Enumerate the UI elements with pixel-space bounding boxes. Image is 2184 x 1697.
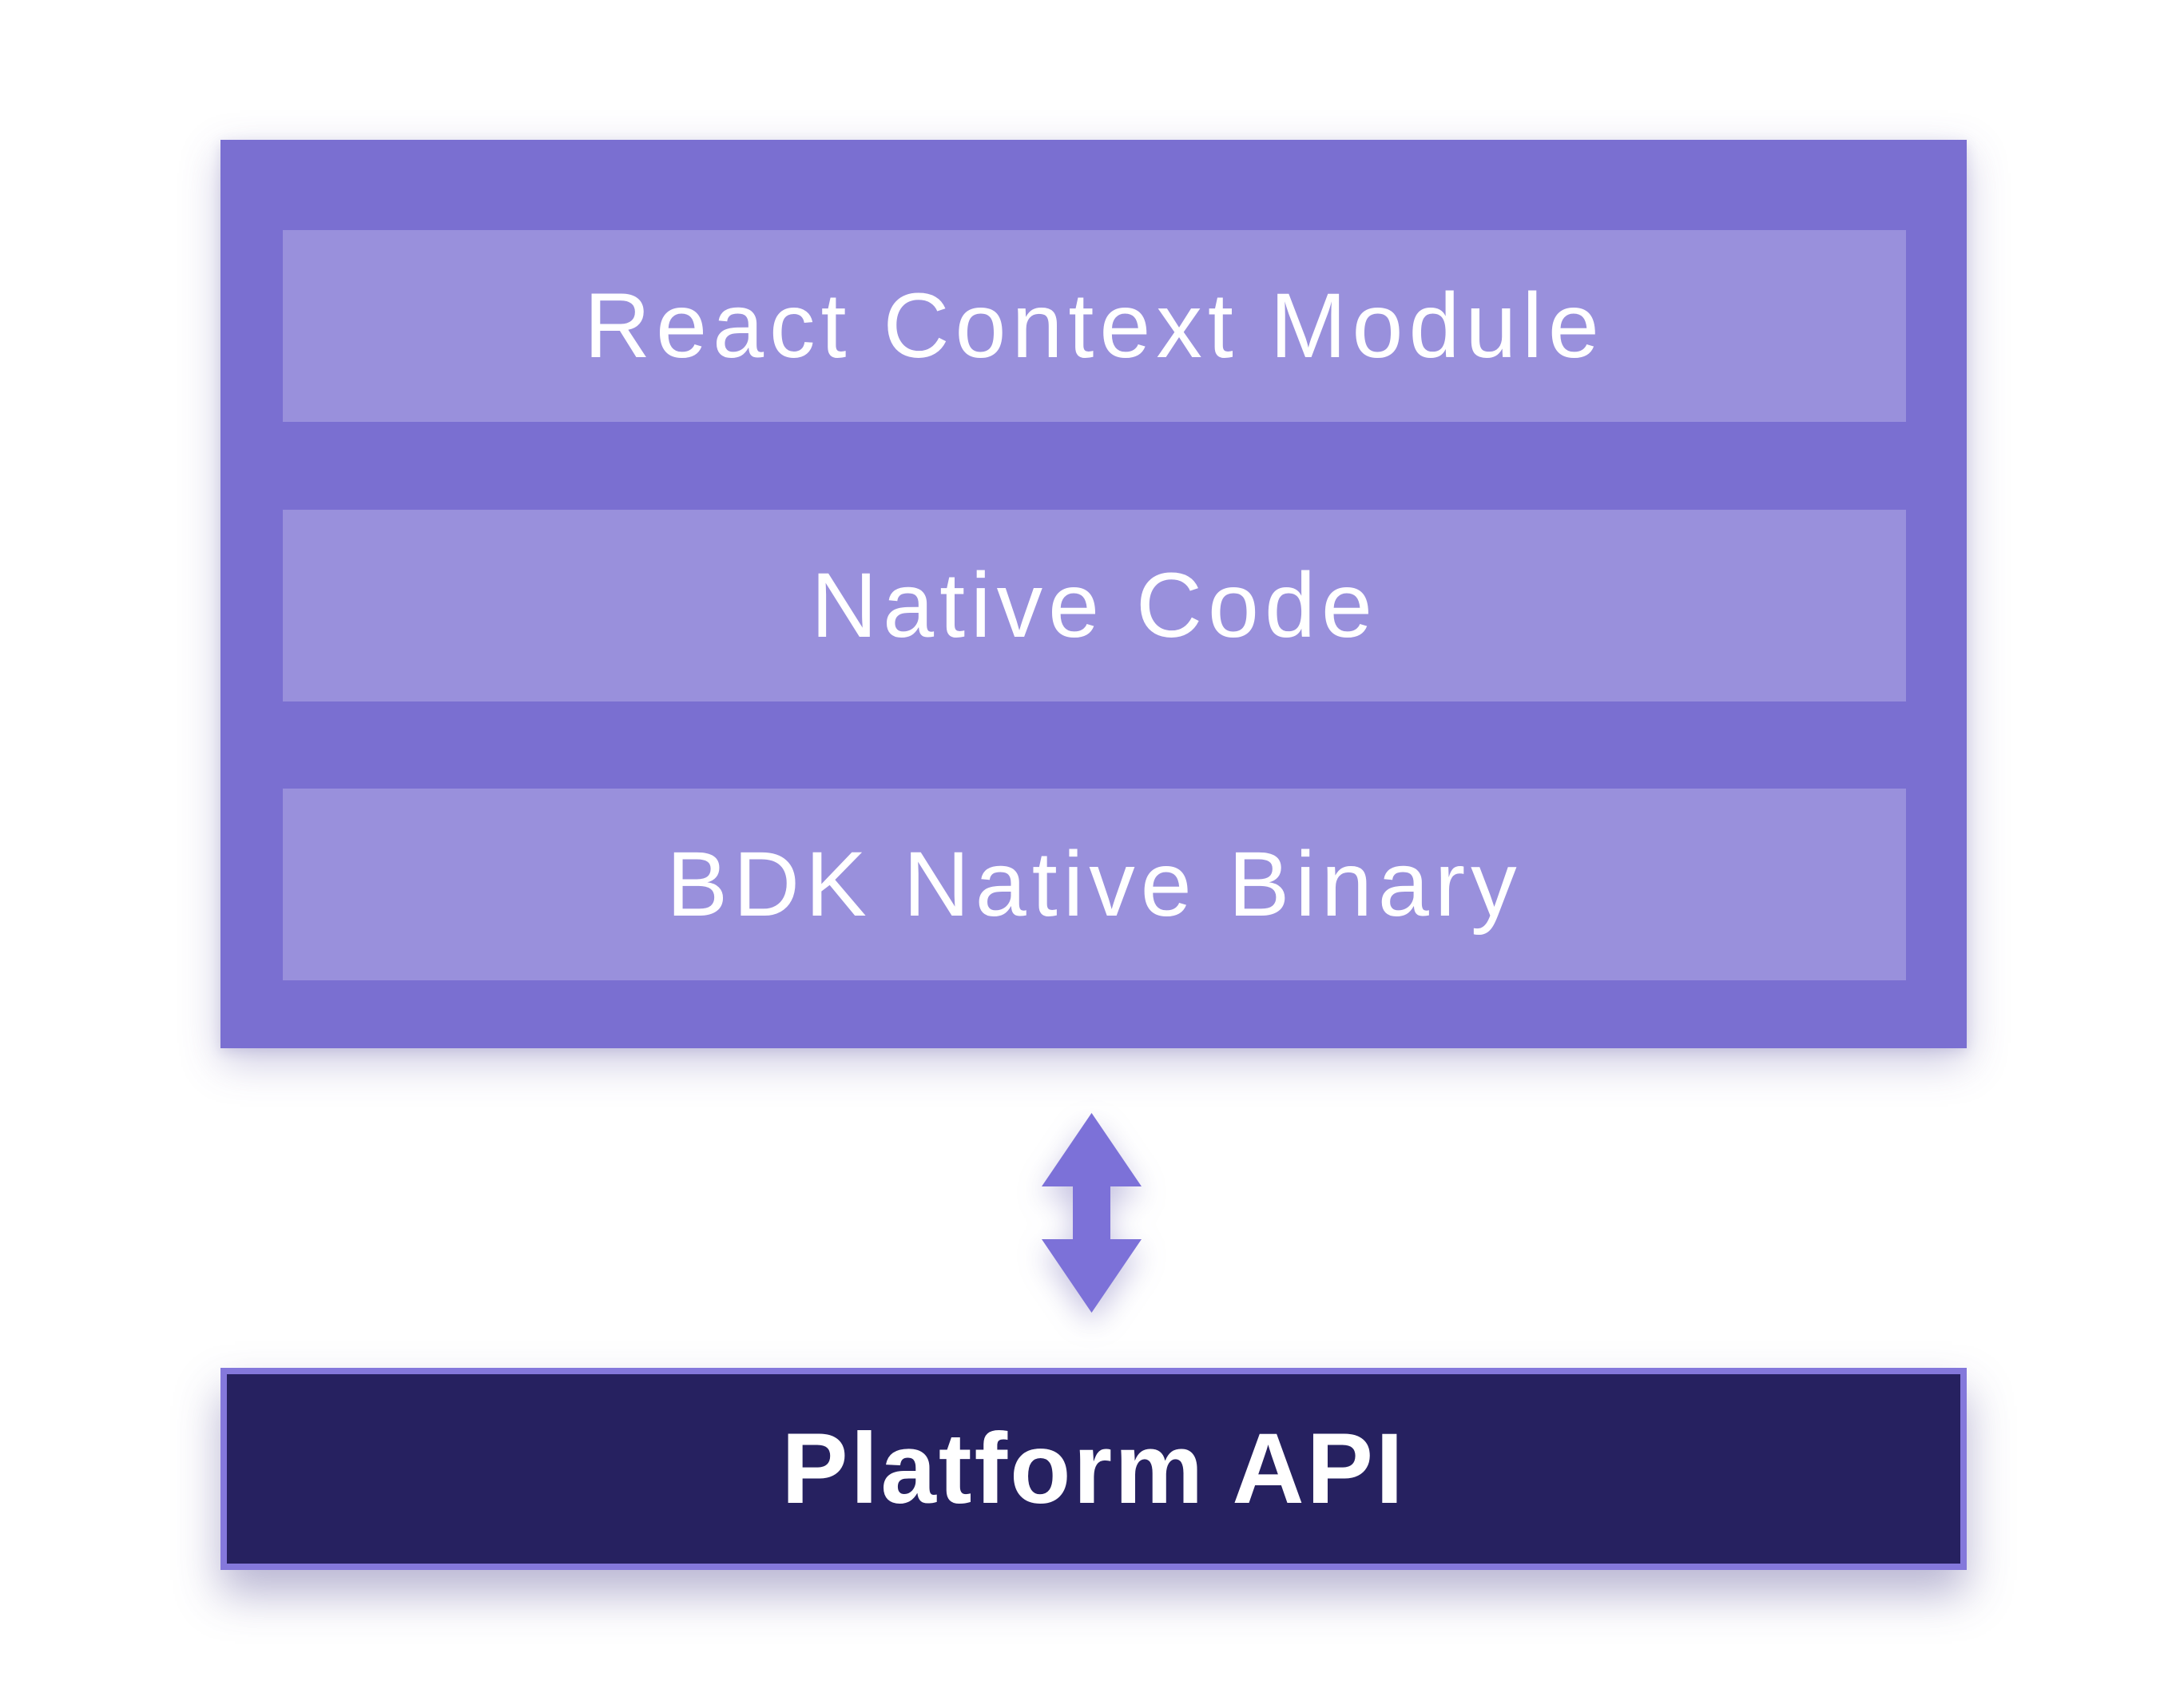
layer-bdk-native-binary-label: BDK Native Binary: [666, 833, 1523, 936]
layer-native-code: Native Code: [283, 509, 1906, 701]
layer-react-context-module: React Context Module: [283, 230, 1906, 422]
double-arrow-vertical-icon: [1042, 1113, 1142, 1313]
layer-react-context-module-label: React Context Module: [584, 275, 1605, 377]
layer-native-code-label: Native Code: [811, 554, 1378, 657]
module-stack-container: React Context Module Native Code BDK Nat…: [220, 140, 1967, 1048]
platform-api-box: Platform API: [220, 1368, 1967, 1570]
layer-bdk-native-binary: BDK Native Binary: [283, 789, 1906, 980]
platform-api-label: Platform API: [781, 1413, 1406, 1524]
